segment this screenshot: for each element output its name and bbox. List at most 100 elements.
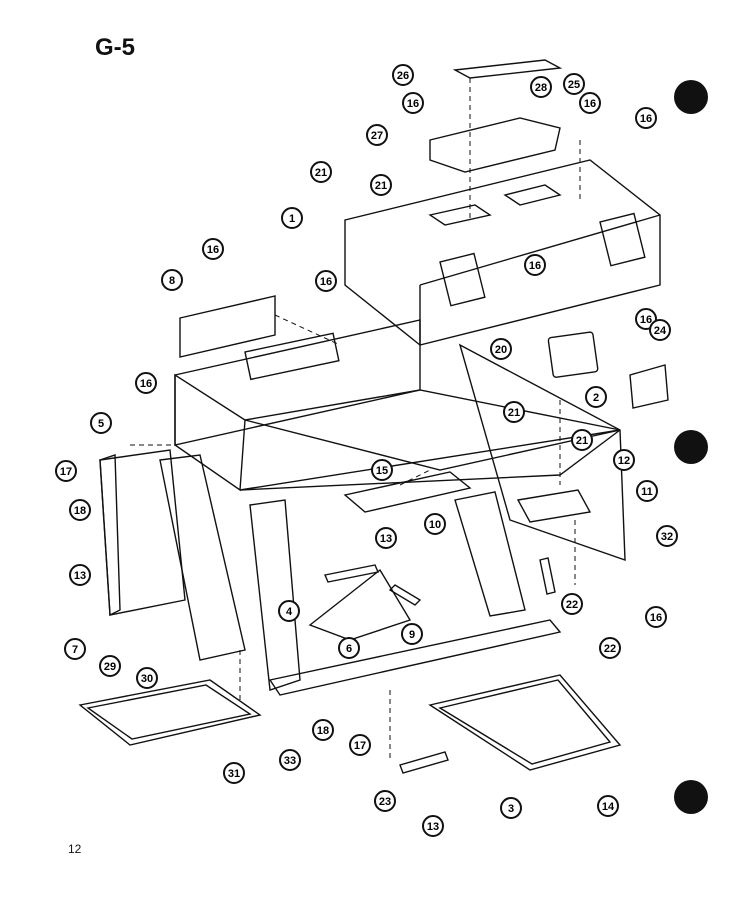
callout-9: 9 <box>401 623 423 645</box>
callout-16: 16 <box>202 238 224 260</box>
svg-text:1: 1 <box>289 213 295 225</box>
callout-25: 25 <box>563 73 585 95</box>
svg-text:16: 16 <box>320 276 332 288</box>
callout-30: 30 <box>136 667 158 689</box>
svg-text:18: 18 <box>317 725 329 737</box>
svg-text:26: 26 <box>397 70 409 82</box>
part-26-strip <box>452 59 563 79</box>
svg-text:13: 13 <box>380 533 392 545</box>
callout-21: 21 <box>571 429 593 451</box>
part-5-side <box>99 449 186 616</box>
callout-24: 24 <box>649 319 671 341</box>
callout-18: 18 <box>312 719 334 741</box>
svg-text:22: 22 <box>604 643 616 655</box>
svg-text:10: 10 <box>429 519 441 531</box>
part-22-strip <box>539 557 556 595</box>
assembly-leader-lines <box>130 78 581 760</box>
svg-text:24: 24 <box>654 325 667 337</box>
svg-text:11: 11 <box>641 486 653 498</box>
callout-17: 17 <box>55 460 77 482</box>
part-8-panel <box>179 295 276 358</box>
svg-text:31: 31 <box>228 768 240 780</box>
svg-text:7: 7 <box>72 644 78 656</box>
callout-29: 29 <box>99 655 121 677</box>
svg-text:32: 32 <box>661 531 673 543</box>
callout-28: 28 <box>530 76 552 98</box>
svg-text:18: 18 <box>74 505 86 517</box>
part-1-top-panel <box>344 159 661 346</box>
cabinet-floor <box>244 389 621 471</box>
callout-16: 16 <box>645 606 667 628</box>
callout-5: 5 <box>90 412 112 434</box>
svg-text:27: 27 <box>371 130 383 142</box>
part-2-frame <box>547 331 599 378</box>
callout-21: 21 <box>503 401 525 423</box>
svg-text:2: 2 <box>593 392 599 404</box>
binder-hole <box>674 430 708 464</box>
callout-3: 3 <box>500 797 522 819</box>
svg-text:15: 15 <box>376 465 388 477</box>
part-3-tray <box>428 674 622 771</box>
callout-6: 6 <box>338 637 360 659</box>
base-frame <box>268 619 562 696</box>
binder-hole <box>674 780 708 814</box>
svg-text:28: 28 <box>535 82 547 94</box>
svg-text:14: 14 <box>602 801 615 813</box>
callout-11: 11 <box>636 480 658 502</box>
callout-21: 21 <box>310 161 332 183</box>
svg-text:17: 17 <box>60 466 72 478</box>
svg-text:3: 3 <box>508 803 514 815</box>
callout-31: 31 <box>223 762 245 784</box>
callout-21: 21 <box>370 174 392 196</box>
part-25-bracket <box>429 117 561 173</box>
callout-17: 17 <box>349 734 371 756</box>
callout-13: 13 <box>422 815 444 837</box>
page-number: 12 <box>68 842 82 856</box>
callout-26: 26 <box>392 64 414 86</box>
svg-text:21: 21 <box>315 167 327 179</box>
callout-16: 16 <box>635 107 657 129</box>
binder-hole <box>674 80 708 114</box>
svg-text:12: 12 <box>618 455 630 467</box>
part-10-grille <box>343 471 472 513</box>
callout-16: 16 <box>402 92 424 114</box>
callout-16: 16 <box>579 92 601 114</box>
callout-8: 8 <box>161 269 183 291</box>
callout-15: 15 <box>371 459 393 481</box>
cabinet-back-wall <box>174 319 421 446</box>
svg-text:20: 20 <box>495 344 507 356</box>
svg-text:30: 30 <box>141 673 153 685</box>
callout-20: 20 <box>490 338 512 360</box>
svg-text:9: 9 <box>409 629 415 641</box>
svg-text:16: 16 <box>584 98 596 110</box>
part-31-filter <box>78 679 262 746</box>
callout-13: 13 <box>69 564 91 586</box>
part-6-brace <box>308 568 412 641</box>
callout-13: 13 <box>375 527 397 549</box>
svg-text:16: 16 <box>640 314 652 326</box>
svg-text:4: 4 <box>286 606 293 618</box>
callout-10: 10 <box>424 513 446 535</box>
svg-text:29: 29 <box>104 661 116 673</box>
part-24-label <box>629 364 669 409</box>
callout-22: 22 <box>561 593 583 615</box>
panel-opening <box>599 212 646 267</box>
callout-4: 4 <box>278 600 300 622</box>
callout-1: 1 <box>281 207 303 229</box>
callout-7: 7 <box>64 638 86 660</box>
svg-text:8: 8 <box>169 275 175 287</box>
svg-text:17: 17 <box>354 740 366 752</box>
callout-22: 22 <box>599 637 621 659</box>
svg-text:6: 6 <box>346 643 352 655</box>
svg-text:16: 16 <box>407 98 419 110</box>
leg <box>249 499 301 691</box>
svg-text:13: 13 <box>74 570 86 582</box>
callout-33: 33 <box>279 749 301 771</box>
panel-opening <box>439 252 486 307</box>
callout-18: 18 <box>69 499 91 521</box>
svg-text:13: 13 <box>427 821 439 833</box>
callout-23: 23 <box>374 790 396 812</box>
svg-text:16: 16 <box>640 113 652 125</box>
